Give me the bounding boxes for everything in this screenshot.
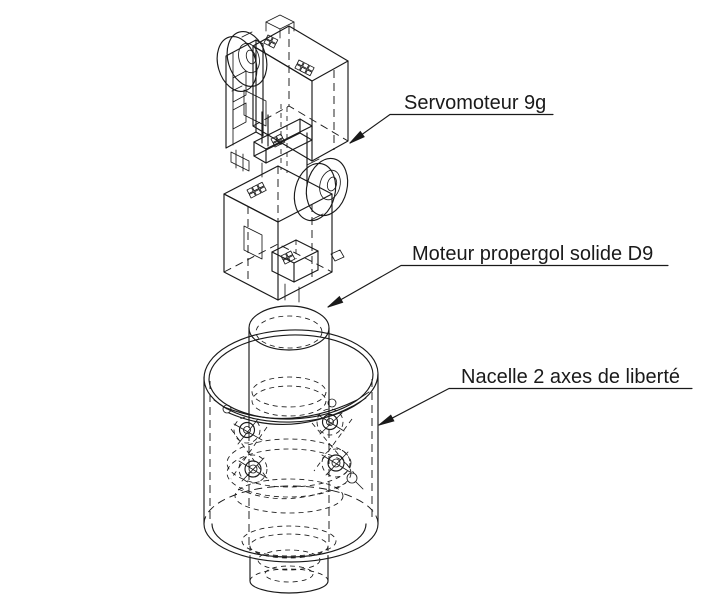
leader-nacelle: [378, 387, 693, 426]
nozzle: [249, 533, 329, 594]
actuator-cluster-lower-right: [321, 448, 351, 478]
nacelle-cylinder: [203, 329, 379, 563]
actuator-cluster-upper-right: [316, 408, 345, 436]
actuator-cluster-lower-left: [238, 454, 268, 484]
leader-lines: [327, 113, 693, 426]
arrowhead-icon: [378, 414, 395, 426]
lower-servo-body: [223, 165, 333, 301]
upper-servo-screw-grid: [263, 34, 315, 77]
callout-labels: Servomoteur 9g Moteur propergol solide D…: [404, 92, 680, 388]
leader-moteur: [327, 264, 669, 308]
label-moteur-propergol: Moteur propergol solide D9: [412, 243, 653, 265]
gimbal-internals: [213, 376, 370, 514]
upper-servo-body: [243, 14, 349, 162]
actuator-cluster-upper-left: [233, 416, 263, 445]
leader-servomoteur: [349, 113, 554, 144]
upper-servo-flange: [225, 39, 264, 172]
lower-servo-horn-disc: [293, 157, 349, 262]
arrowhead-icon: [327, 295, 344, 308]
lower-servo-screw-grid: [246, 181, 267, 199]
arrowhead-icon: [349, 130, 365, 144]
lower-servo-output-bracket: [271, 239, 319, 303]
upper-servo-horn-disc: [216, 31, 268, 92]
motor-cylinder: [248, 305, 330, 546]
label-nacelle: Nacelle 2 axes de liberté: [461, 366, 680, 388]
label-servomoteur: Servomoteur 9g: [404, 92, 546, 114]
gimbal-bracket: [253, 104, 313, 187]
